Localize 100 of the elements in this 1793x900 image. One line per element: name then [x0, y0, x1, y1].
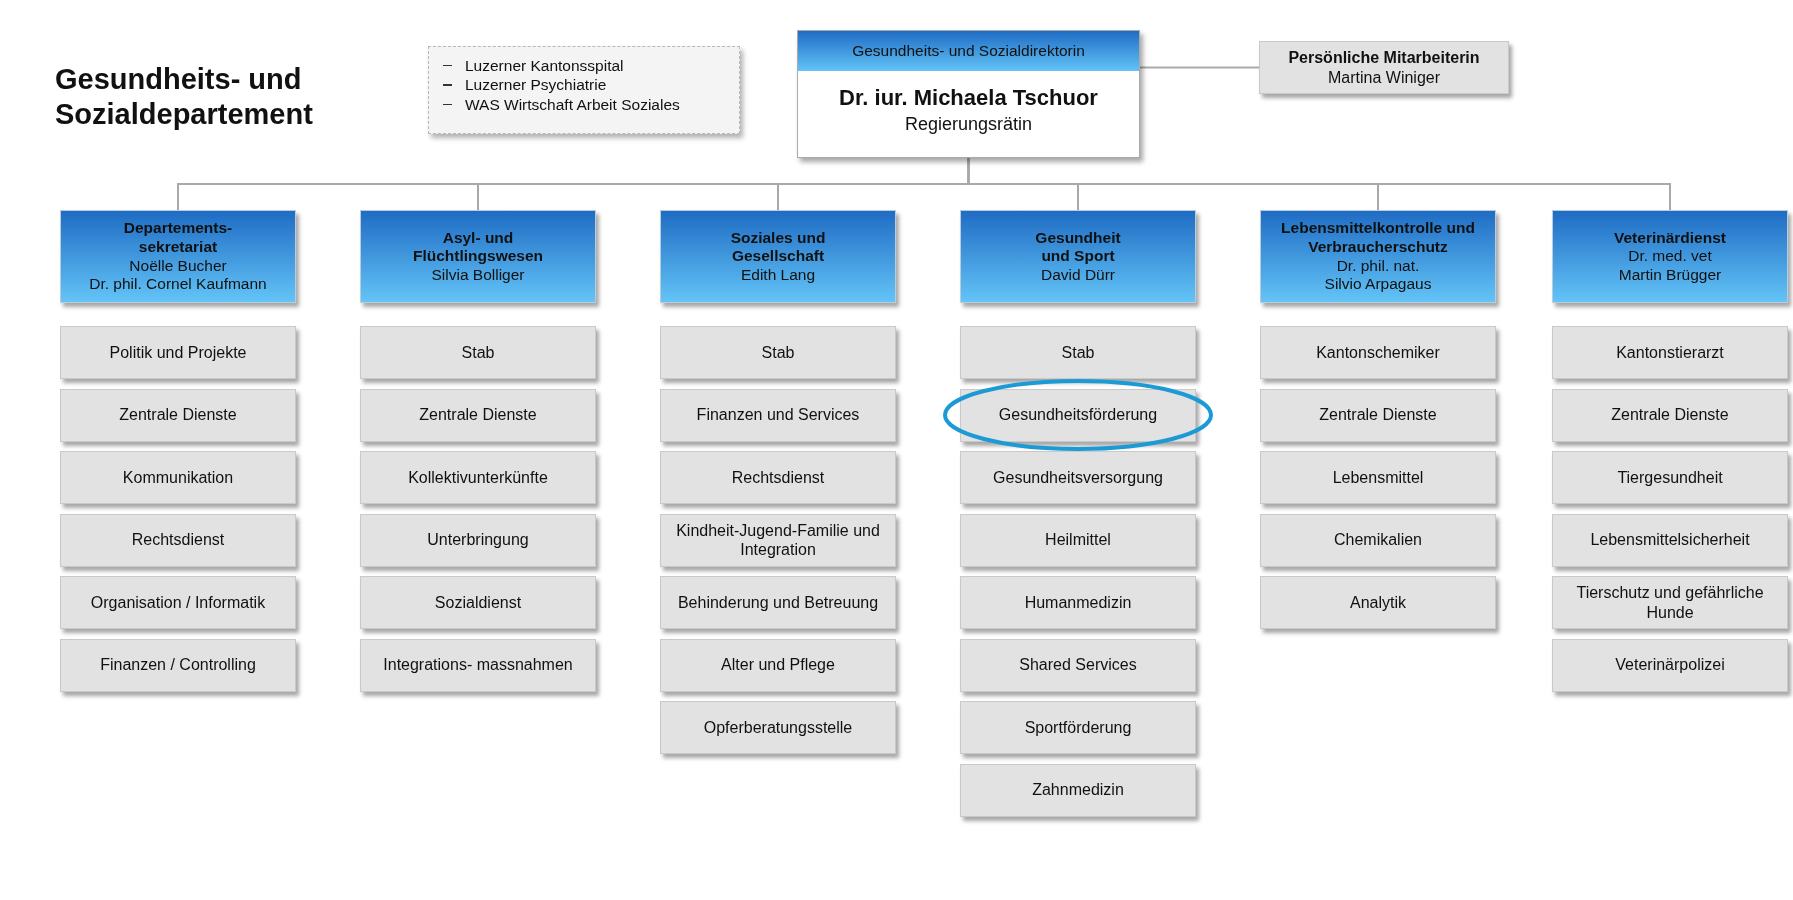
person-name: Noëlle Bucher [129, 256, 227, 276]
unit-label: Sportförderung [1024, 717, 1132, 738]
director-box [797, 30, 1140, 158]
unit-box [960, 513, 1196, 567]
unit-box [1552, 513, 1788, 567]
department-name: Departements- sekretariat [122, 219, 234, 257]
unit-box [60, 451, 296, 504]
unit-box [360, 451, 596, 504]
unit-box [60, 513, 296, 567]
unit-label: Gesundheitsversorgung [993, 467, 1163, 488]
person-name: Dr. med. vet Martin Brügger [1617, 247, 1723, 285]
unit-box [960, 326, 1196, 379]
unit-label: Politik und Projekte [109, 342, 247, 363]
department-name: Veterinärdienst [1614, 228, 1726, 248]
unit-label: Gesundheitsförderung [998, 405, 1158, 425]
department-header-box [660, 210, 896, 303]
unit-label: Kollektivunterkünfte [408, 467, 548, 488]
unit-box [360, 576, 596, 629]
unit-box [1552, 576, 1788, 629]
unit-box [660, 326, 896, 379]
department-name: Soziales und Gesellschaft [729, 228, 827, 266]
unit-box [1552, 451, 1788, 504]
unit-box [1552, 326, 1788, 379]
unit-box [60, 576, 296, 629]
unit-box [60, 638, 296, 692]
unit-label: Stab [1061, 342, 1095, 363]
director-name: Dr. iur. Michaela Tschuor [838, 85, 1099, 111]
unit-label: Opferberatungsstelle [703, 717, 853, 738]
assistant-box [1259, 41, 1509, 94]
unit-label: Chemikalien [1333, 530, 1422, 550]
unit-box [960, 763, 1196, 817]
unit-label: Stab [461, 342, 495, 363]
unit-label: Organisation / Informatik [90, 592, 266, 613]
unit-label: Kantonschemiker [1316, 342, 1440, 363]
unit-label: Tierschutz und gefährliche Hunde [1575, 583, 1765, 622]
department-name: Asyl- und Flüchtlingswesen [411, 228, 545, 266]
unit-box [1260, 388, 1496, 442]
unit-label: Zahnmedizin [1032, 780, 1124, 800]
unit-box [960, 576, 1196, 629]
department-header-box [60, 210, 296, 303]
unit-label: Kindheit-Jugend-Familie und Integration [675, 520, 881, 560]
person-name: Silvia Bolliger [431, 265, 525, 285]
list-item-text: Luzerner Kantonsspital [465, 56, 624, 76]
unit-label: Shared Services [1019, 655, 1137, 675]
department-header-box [1552, 210, 1788, 303]
unit-box [1260, 451, 1496, 504]
page-title: Gesundheits- und Sozialdepartement [55, 62, 314, 133]
unit-box [660, 451, 896, 504]
department-name: Gesundheit und Sport [1034, 228, 1122, 266]
unit-label: Stab [761, 342, 795, 363]
unit-label: Zentrale Dienste [419, 405, 537, 425]
unit-label: Kantonstierarzt [1616, 342, 1724, 363]
unit-box [660, 576, 896, 629]
unit-box [960, 451, 1196, 504]
unit-label: Lebensmittelsicherheit [1590, 530, 1750, 550]
unit-box [1260, 513, 1496, 567]
unit-label: Alter und Pflege [721, 655, 835, 675]
unit-label: Unterbringung [427, 530, 529, 550]
unit-box [60, 388, 296, 442]
unit-box [660, 513, 896, 567]
unit-box [60, 326, 296, 379]
unit-box [660, 388, 896, 442]
unit-label: Heilmittel [1045, 530, 1111, 550]
unit-box [1552, 388, 1788, 442]
person-name: Martina Winiger [1327, 67, 1441, 87]
unit-box [1260, 326, 1496, 379]
role-text: Regierungsrätin [903, 114, 1034, 135]
unit-box [360, 638, 596, 692]
unit-label: Analytik [1350, 592, 1406, 613]
connector-line [1139, 66, 1260, 69]
header-band: Gesundheits- und Sozialdirektorin [798, 31, 1139, 71]
list-item-text: WAS Wirtschaft Arbeit Soziales [465, 94, 680, 115]
unit-label: Integrations- massnahmen [383, 655, 573, 675]
unit-label: Rechtsdienst [731, 467, 825, 488]
unit-label: Zentrale Dienste [1319, 405, 1437, 425]
unit-box [1260, 576, 1496, 629]
unit-label: Tiergesundheit [1617, 467, 1723, 488]
unit-box [1552, 638, 1788, 692]
unit-label: Sozialdienst [434, 592, 522, 613]
person-name: David Dürr [1040, 265, 1116, 285]
unit-label: Finanzen und Services [696, 405, 860, 425]
unit-box [960, 388, 1196, 442]
unit-box [660, 701, 896, 754]
role-title: Persönliche Mitarbeiterin [1287, 48, 1481, 68]
unit-box [960, 638, 1196, 692]
unit-label: Rechtsdienst [131, 530, 225, 550]
department-header-box [960, 210, 1196, 303]
unit-label: Finanzen / Controlling [100, 655, 256, 675]
person-name: Dr. phil. Cornel Kaufmann [89, 275, 267, 294]
unit-label: Lebensmittel [1332, 467, 1424, 488]
person-name: Dr. phil. nat. Silvio Arpagaus [1323, 256, 1433, 294]
list-item-text: Luzerner Psychiatrie [465, 75, 607, 95]
unit-box [960, 701, 1196, 754]
unit-label: Kommunikation [122, 467, 234, 488]
unit-label: Veterinärpolizei [1615, 655, 1725, 675]
unit-box [360, 326, 596, 379]
person-name: Edith Lang [740, 265, 816, 285]
unit-box [360, 388, 596, 442]
unit-box [660, 638, 896, 692]
unit-box [360, 513, 596, 567]
